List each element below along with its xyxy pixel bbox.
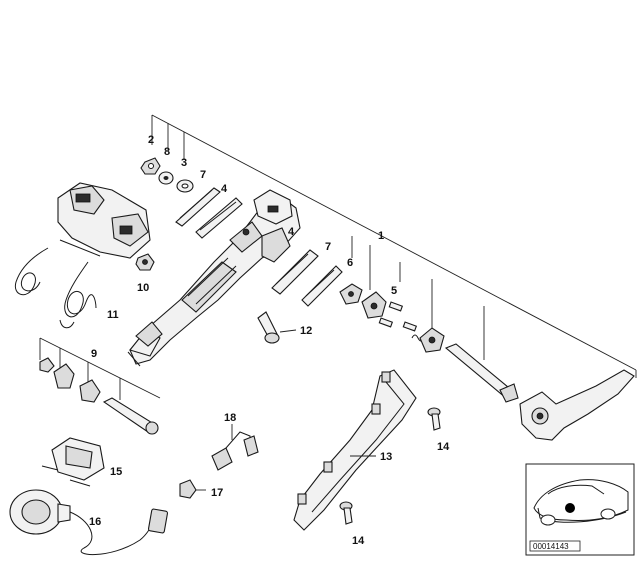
part-12-screw: [257, 311, 297, 344]
part-1-cam: [361, 291, 387, 319]
callout-1: 1: [378, 230, 384, 242]
callout-3: 3: [181, 157, 187, 169]
assembly-leader-lines: [39, 114, 637, 400]
callout-15: 15: [110, 466, 122, 478]
callout-9: 9: [91, 348, 97, 360]
part-9-bolt-set: [39, 357, 159, 435]
callout-6: 6: [347, 257, 353, 269]
part-14-screw-upper: [427, 407, 441, 431]
callout-12: 12: [300, 325, 312, 337]
part-5-pins: [378, 301, 418, 332]
callout-13: 13: [380, 451, 392, 463]
part-1-cam-2: [419, 327, 445, 353]
part-4-slide-rail-upper: [195, 197, 243, 239]
callout-16: 16: [89, 516, 101, 528]
callout-labels: 1 2 3 4 4 5 6 7 7 8 9 10 11 12 13 14 14 …: [89, 134, 450, 547]
part-14-screw-lower: [339, 501, 353, 525]
callout-18: 18: [224, 412, 236, 424]
callout-2: 2: [148, 134, 154, 146]
part-13-long-bracket: [293, 369, 417, 531]
part-10-nut: [135, 253, 155, 271]
inset-car-locator: 00014143: [525, 463, 635, 556]
part-11-switch-bracket: [14, 182, 151, 329]
callout-10: 10: [137, 282, 149, 294]
part-7-slide-rail-upper: [175, 187, 221, 227]
callout-5: 5: [391, 285, 397, 297]
callout-17: 17: [211, 487, 223, 499]
callout-4-upper: 4: [221, 183, 228, 195]
part-15-bracket: [41, 437, 105, 487]
part-1-long-bolt: [444, 343, 519, 403]
part-16-sensor: [9, 489, 169, 555]
part-6-clip: [339, 283, 363, 305]
part-8-washer: [158, 171, 174, 185]
part-4-slide-rail-middle: [271, 249, 319, 295]
callout-7-upper: 7: [200, 169, 206, 181]
callout-8: 8: [164, 146, 170, 158]
part-7-slide-rail-middle: [301, 265, 343, 307]
part-3-washer: [176, 179, 194, 193]
callout-7-middle: 7: [325, 241, 331, 253]
part-2-nut: [140, 157, 161, 175]
callout-14-lower: 14: [352, 535, 365, 547]
part-1-lever-handle: [519, 369, 635, 441]
callout-4-middle: 4: [288, 226, 295, 238]
part-1-steering-column: [127, 189, 301, 367]
callout-11: 11: [107, 309, 119, 321]
part-17-clip: [179, 479, 206, 499]
part-18-connector: [211, 424, 259, 471]
callout-14-upper: 14: [437, 441, 450, 453]
inset-code: 00014143: [533, 542, 569, 551]
